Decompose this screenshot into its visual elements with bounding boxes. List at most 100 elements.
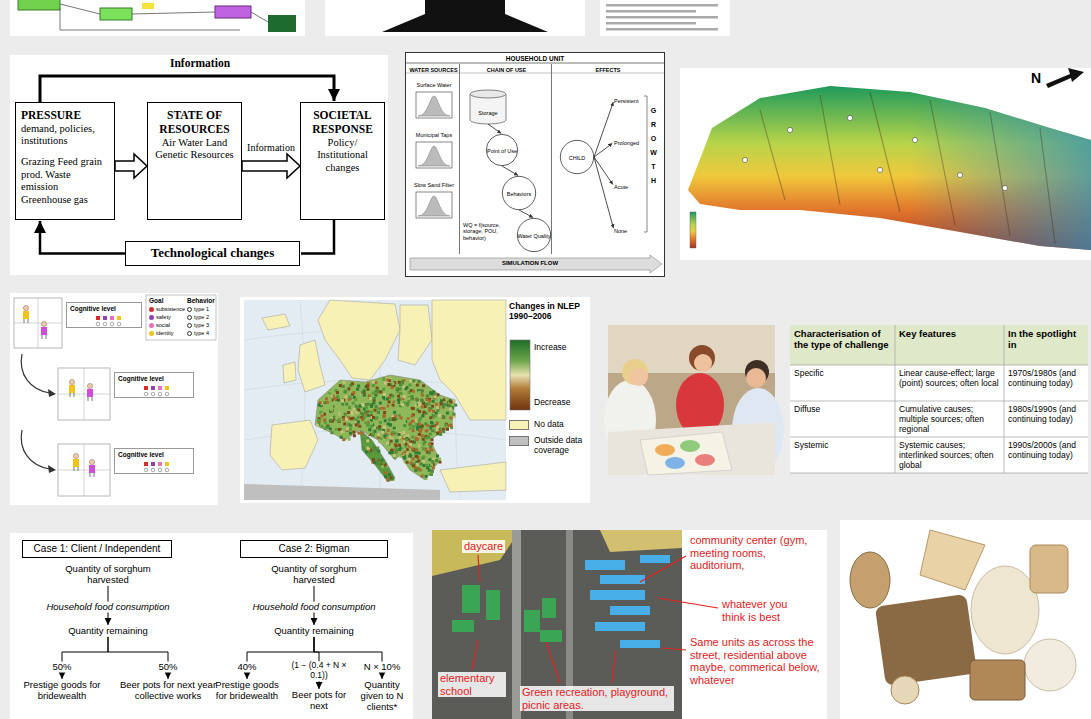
change-cell: [393, 410, 396, 413]
change-cell: [415, 449, 418, 452]
change-cell: [399, 436, 402, 439]
change-cell: [368, 428, 371, 431]
change-cell: [403, 395, 406, 398]
plan-annotation: Green recreation, playground, picnic are…: [520, 686, 674, 711]
change-cell: [436, 393, 439, 396]
change-cell: [361, 418, 364, 421]
change-cell: [449, 416, 452, 419]
behavior-mark: [165, 468, 169, 472]
aerial-zone: [432, 530, 520, 576]
change-cell: [324, 427, 327, 430]
change-cell: [395, 439, 398, 442]
change-cell: [377, 411, 380, 414]
change-cell: [341, 399, 344, 402]
change-cell: [429, 457, 432, 460]
change-cell: [415, 437, 418, 440]
agent-head: [87, 383, 92, 388]
flow-box-fragment: [18, 0, 60, 10]
change-cell: [387, 383, 390, 386]
change-cell: [408, 455, 411, 458]
change-cell: [412, 380, 415, 383]
node-text: PRESSURE: [21, 109, 109, 123]
change-cell: [383, 414, 386, 417]
town-dot: [787, 127, 792, 132]
change-cell: [394, 443, 397, 446]
node-text: Slow Sand Filter: [410, 180, 458, 188]
change-cell: [397, 411, 400, 414]
response-box: SOCIETAL RESPONSEPolicy/ Institutional c…: [300, 102, 385, 220]
change-cell: [409, 422, 412, 425]
change-cell: [391, 395, 394, 398]
change-cell: [342, 438, 345, 441]
change-cell: [374, 394, 377, 397]
terrain-ridge: [760, 92, 1055, 244]
change-cell: [364, 411, 367, 414]
change-cell: [352, 431, 355, 434]
change-cell: [412, 407, 415, 410]
legend-text: social: [156, 322, 170, 329]
change-cell: [362, 439, 365, 442]
agent-head: [41, 321, 46, 326]
edge-label: N × 10%: [362, 662, 403, 673]
change-cell: [450, 401, 453, 404]
change-cell: [425, 429, 428, 432]
change-cell: [354, 398, 357, 401]
change-cell: [393, 454, 396, 457]
change-cell: [339, 384, 342, 387]
change-cell: [421, 405, 424, 408]
change-cell: [341, 430, 344, 433]
node-text: STATE OF RESOURCES: [153, 109, 236, 137]
change-cell: [438, 461, 441, 464]
change-cell: [349, 424, 352, 427]
node-text: Municipal Taps: [410, 130, 458, 138]
change-cell: [365, 450, 368, 453]
legend-item: type 2: [187, 314, 209, 321]
change-cell: [372, 381, 375, 384]
text-line-mark: [606, 28, 718, 31]
plan-annotation: elementary school: [438, 672, 506, 697]
change-cell: [357, 408, 360, 411]
goal-mark: [151, 386, 155, 390]
change-cell: [435, 417, 438, 420]
map-patch: [655, 444, 675, 456]
node-text: Storage: [478, 108, 497, 116]
change-cell: [426, 395, 429, 398]
change-cell: [388, 400, 391, 403]
change-cell: [375, 458, 378, 461]
process-circle: Water Quality: [517, 218, 551, 252]
thumbnail-tile: [325, 0, 585, 36]
change-cell: [419, 468, 422, 471]
scale-label: Decrease: [534, 398, 570, 408]
change-cell: [434, 395, 437, 398]
change-cell: [349, 428, 352, 431]
change-cell: [386, 378, 389, 381]
thumbnail-tile: [405, 52, 665, 277]
change-cell: [340, 436, 343, 439]
change-cell: [440, 402, 443, 405]
legend-item: identity: [149, 330, 173, 337]
node-text: Persistent: [614, 96, 644, 104]
node-text: Case 1: Client / Independent: [27, 543, 167, 555]
behavior-mark: [117, 322, 121, 326]
flow-item: Quantity of sorghum harvested: [48, 564, 168, 586]
change-cell: [402, 431, 405, 434]
legend-text: type 1: [194, 306, 209, 313]
flow-line-fragment: [60, 4, 268, 30]
change-cell: [373, 461, 376, 464]
change-cell: [370, 405, 373, 408]
change-cell: [354, 418, 357, 421]
country-shape: [283, 362, 296, 383]
edge-label: Information: [245, 142, 297, 154]
change-cell: [318, 403, 321, 406]
goal-mark: [144, 386, 148, 390]
change-cell: [336, 395, 339, 398]
change-cell: [366, 437, 369, 440]
change-cell: [389, 424, 392, 427]
change-cell: [411, 436, 414, 439]
change-cell: [425, 437, 428, 440]
node-text: Quantity of sorghum harvested: [254, 564, 374, 586]
change-cell: [325, 397, 328, 400]
node-text: CHAIN OF USE: [462, 65, 551, 73]
change-cell: [378, 440, 381, 443]
change-cell: [398, 444, 401, 447]
